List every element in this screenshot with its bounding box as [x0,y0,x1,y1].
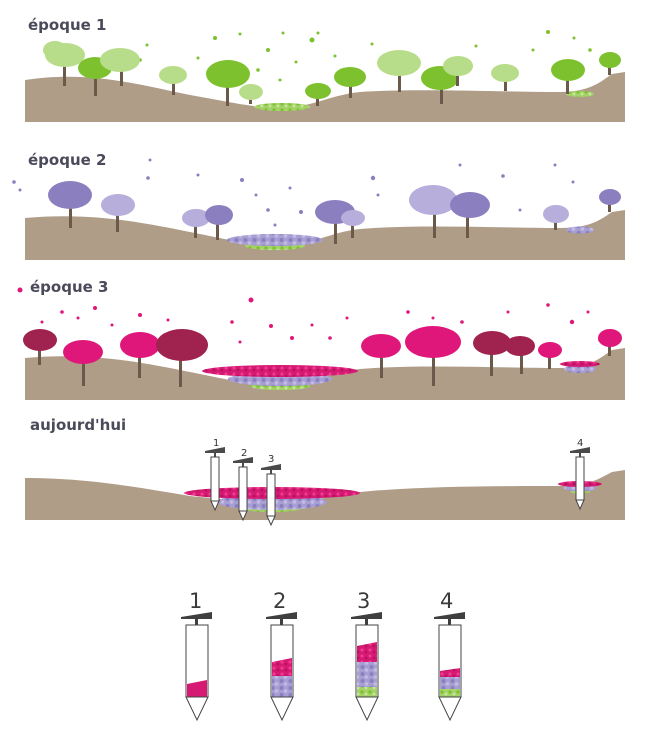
ground [25,470,625,520]
pollen-cloud [40,297,602,344]
tree [443,56,473,86]
tree [341,210,365,238]
today-label: aujourd'hui [30,416,126,434]
panel-epoch-2: époque 2 [12,151,625,260]
core-number: 3 [357,589,370,613]
panel-epoch-1: époque 1 [25,16,625,122]
epoch-2-label: époque 2 [28,151,106,169]
tree [205,205,233,240]
tree [599,52,621,75]
sediment-basin-pink [202,365,358,377]
sediment-basin-purple [566,226,594,234]
tree [206,60,250,106]
tree [48,181,92,228]
tree [598,329,622,356]
ground [25,210,625,260]
forest [23,326,622,387]
tree [543,205,569,230]
tree [334,67,366,98]
tree [599,189,621,212]
epoch-1-label: époque 1 [28,16,106,34]
core-number: 1 [189,589,202,613]
core-layer-pink [272,658,292,676]
tree [305,83,331,106]
core-layer-purple [272,676,292,697]
core-3: 3 [351,589,382,722]
tree [409,185,457,238]
core-number: 2 [273,589,286,613]
pollen-cloud [12,158,575,227]
tree [450,192,490,238]
tree [101,194,135,232]
forest [43,41,621,106]
tree [43,41,85,86]
epoch-3-label: époque 3 [30,278,108,296]
probe-4: 4 [570,438,590,511]
tree [377,50,421,92]
core-layer-green [357,687,377,697]
panel-epoch-3: époque 3 [17,278,625,400]
probe-number: 1 [213,438,219,449]
probe-number: 2 [241,448,247,459]
core-4: 4 [434,589,465,722]
core-layer-pink [357,642,377,662]
probe-3: 3 [261,454,281,527]
tree [63,340,103,386]
core-number: 4 [440,589,453,613]
tree [23,329,57,365]
tree [551,59,585,94]
core-1: 1 [181,589,212,722]
ground [25,348,625,400]
core-layer-green [440,689,460,697]
core-layer-purple [440,677,460,689]
sediment-basin-pink [560,361,600,367]
tree [505,336,535,374]
tree [473,331,511,376]
sediment-basin-purple [227,234,323,246]
core-samples: 1 2 3 4 [181,589,465,722]
forest [48,181,621,244]
probe-number: 4 [577,438,583,449]
ground [25,72,625,122]
tree [156,329,208,387]
panel-today: aujourd'hui 1 2 3 [25,416,625,527]
core-layer-pink [187,680,207,697]
tree [239,84,263,104]
tree [491,64,519,91]
tree [159,66,187,95]
core-2: 2 [266,589,297,722]
tree [361,334,401,378]
sediment-basin-green [566,91,594,97]
core-layer-pink [440,668,460,677]
tree [182,209,210,238]
core-layer-purple [357,662,377,687]
probe-1: 1 [205,438,225,512]
sediment-basin-purple [564,365,596,373]
probe-2: 2 [233,448,253,522]
tree [100,48,140,86]
sediment-basin-green [254,103,310,111]
tree [538,342,562,369]
probe-number: 3 [268,454,274,465]
tree [405,326,461,386]
pollen-grain [17,287,23,293]
tree [120,332,160,378]
